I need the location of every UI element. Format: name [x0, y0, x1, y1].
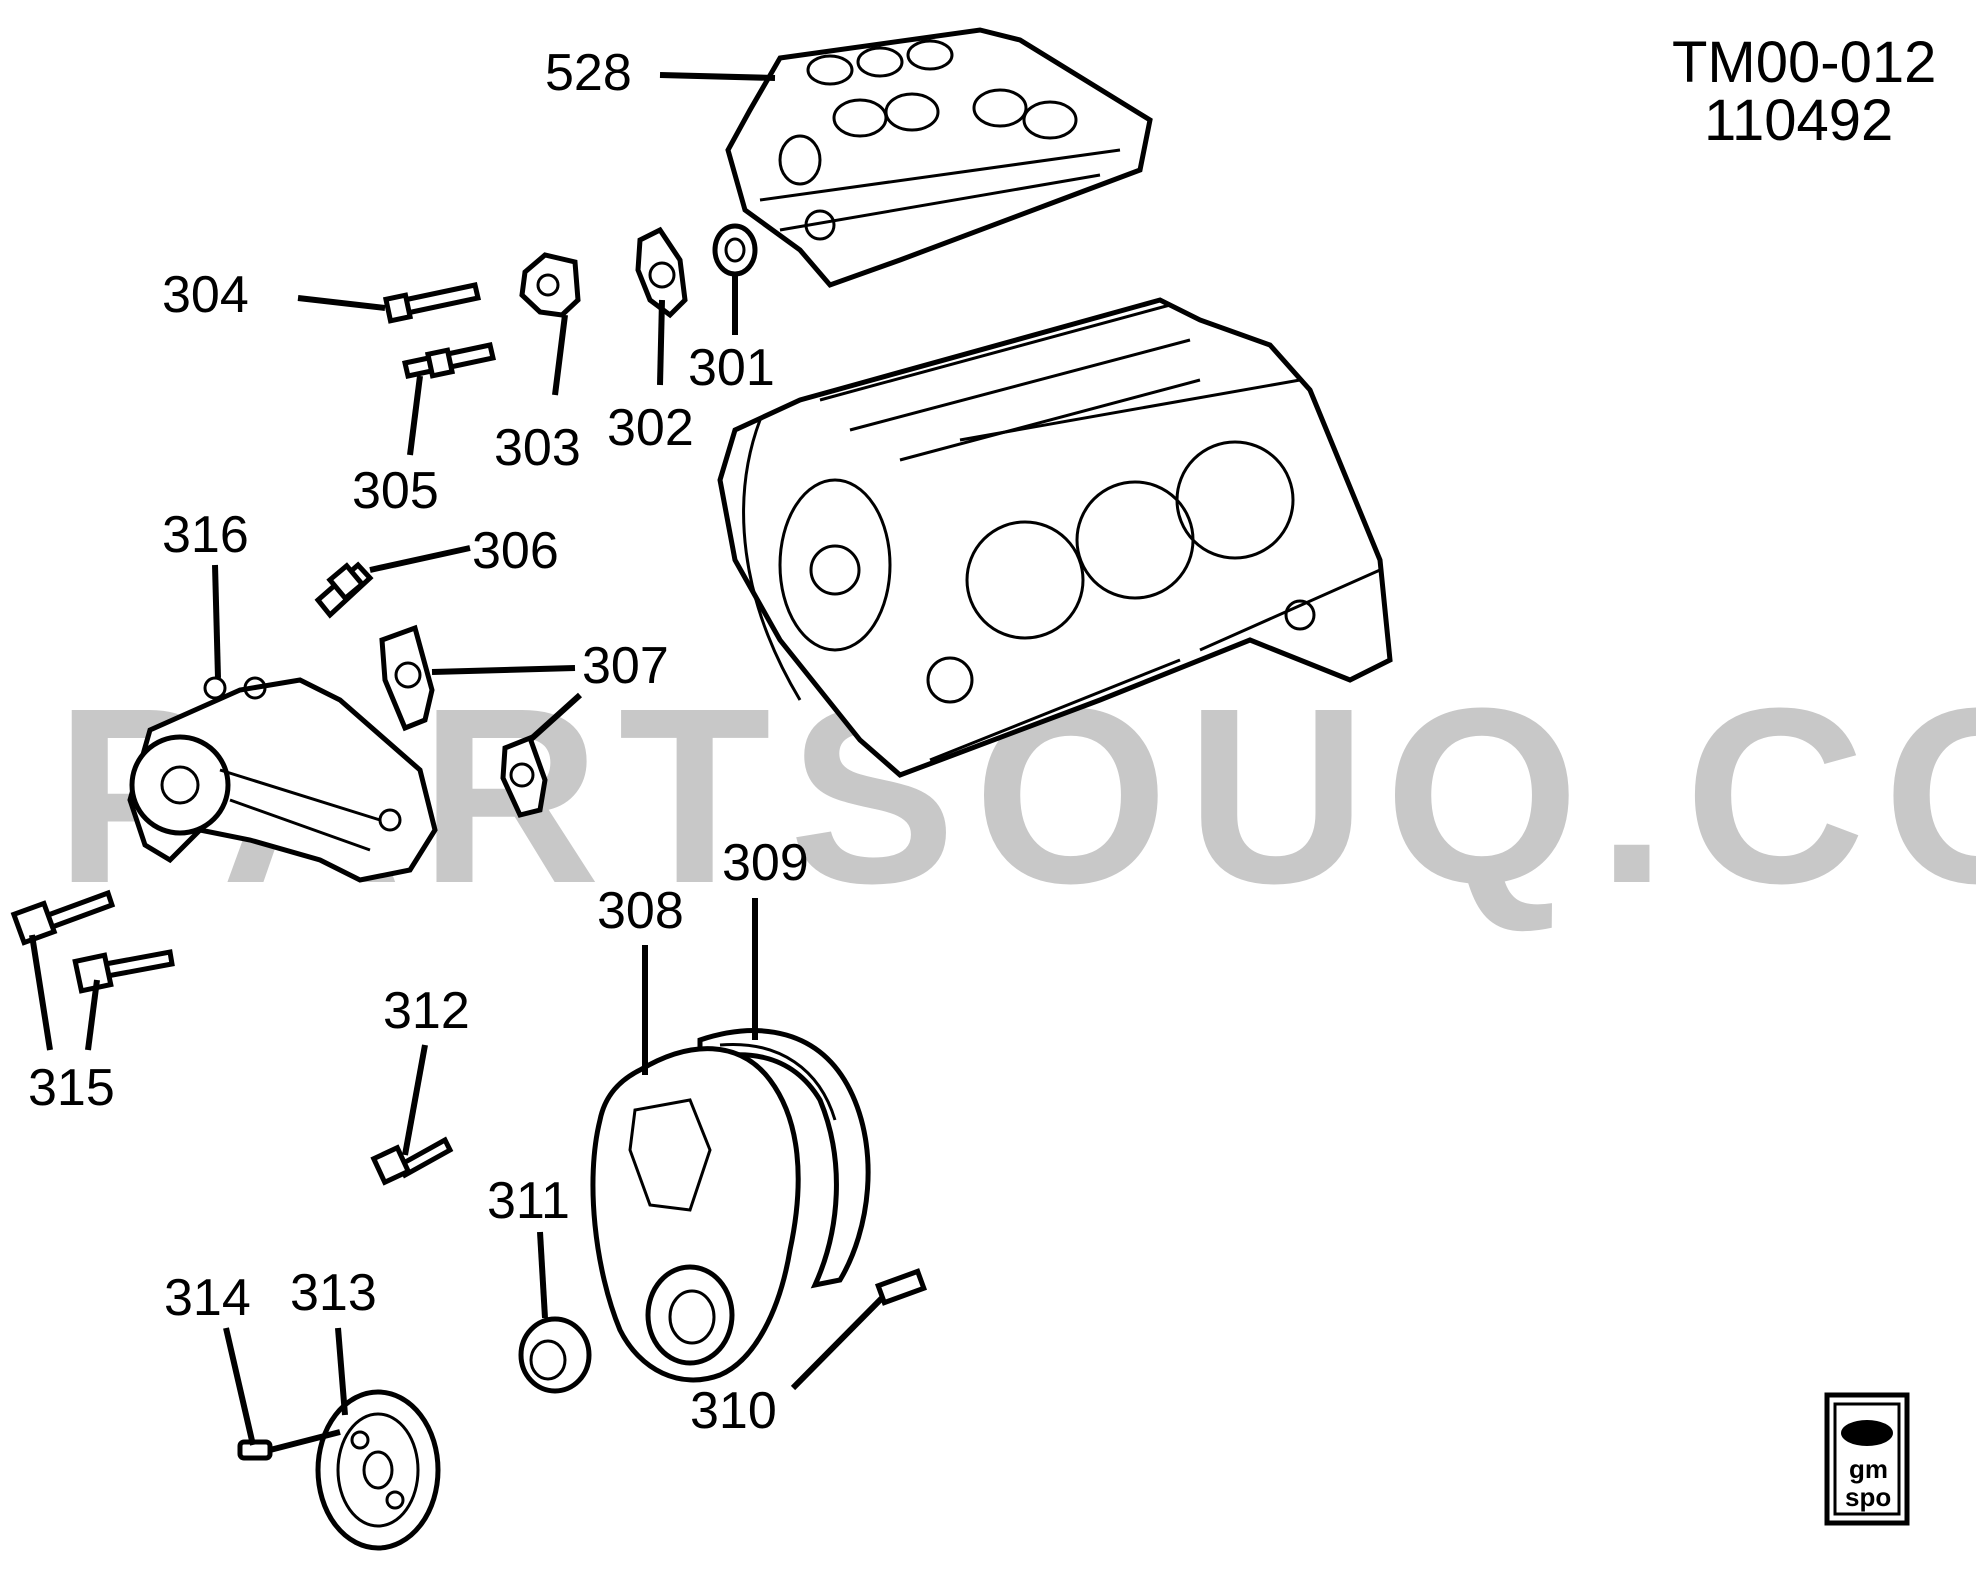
engine-block[interactable] [717, 297, 1393, 778]
callout-labels: 528 304 301 302 303 305 316 306 307 309 … [28, 44, 809, 1440]
part-301-seal[interactable] [712, 223, 758, 277]
part-303-sensor[interactable] [519, 252, 581, 318]
callout-313[interactable]: 313 [290, 1264, 377, 1322]
part-311-seal[interactable] [518, 1316, 592, 1394]
callout-308[interactable]: 308 [597, 882, 684, 940]
part-306-plug[interactable] [314, 561, 374, 619]
diagram-code-line-1: TM00-012 [1672, 30, 1936, 95]
callout-315[interactable]: 315 [28, 1059, 115, 1117]
leader-lines [29, 72, 885, 1453]
part-528-intake-manifold[interactable] [725, 27, 1153, 288]
part-305-stud[interactable] [401, 342, 497, 379]
callout-306[interactable]: 306 [472, 522, 559, 580]
callout-301[interactable]: 301 [688, 339, 775, 397]
part-304-stud[interactable] [382, 282, 482, 324]
part-309-gasket[interactable] [697, 1028, 871, 1289]
callout-314[interactable]: 314 [164, 1269, 251, 1327]
part-315-bolt-upper[interactable] [10, 889, 116, 946]
part-316-water-pump[interactable] [127, 676, 438, 883]
callout-312[interactable]: 312 [383, 982, 470, 1040]
logo-line-2: spo [1845, 1482, 1891, 1512]
callout-311[interactable]: 311 [487, 1172, 570, 1230]
callout-528[interactable]: 528 [545, 44, 632, 102]
part-308-timing-cover[interactable] [590, 1046, 801, 1383]
logo-line-1: gm [1849, 1454, 1888, 1484]
callout-304[interactable]: 304 [162, 266, 249, 324]
part-315-bolt-lower[interactable] [72, 949, 175, 994]
diagram-code-line-2: 110492 [1704, 88, 1893, 153]
callout-302[interactable]: 302 [607, 399, 694, 457]
part-307-gasket-upper[interactable] [379, 624, 435, 732]
callout-309[interactable]: 309 [722, 834, 809, 892]
part-302-gasket[interactable] [635, 226, 688, 319]
part-310-pin[interactable] [874, 1268, 928, 1306]
callout-305[interactable]: 305 [352, 462, 439, 520]
callout-310[interactable]: 310 [690, 1382, 777, 1440]
callout-303[interactable]: 303 [494, 419, 581, 477]
part-313-pulley[interactable] [315, 1389, 441, 1551]
part-312-bolt[interactable] [370, 1136, 454, 1186]
callout-316[interactable]: 316 [162, 506, 249, 564]
callout-307[interactable]: 307 [582, 637, 669, 695]
gm-spo-logo: gm spo [1824, 1392, 1910, 1526]
